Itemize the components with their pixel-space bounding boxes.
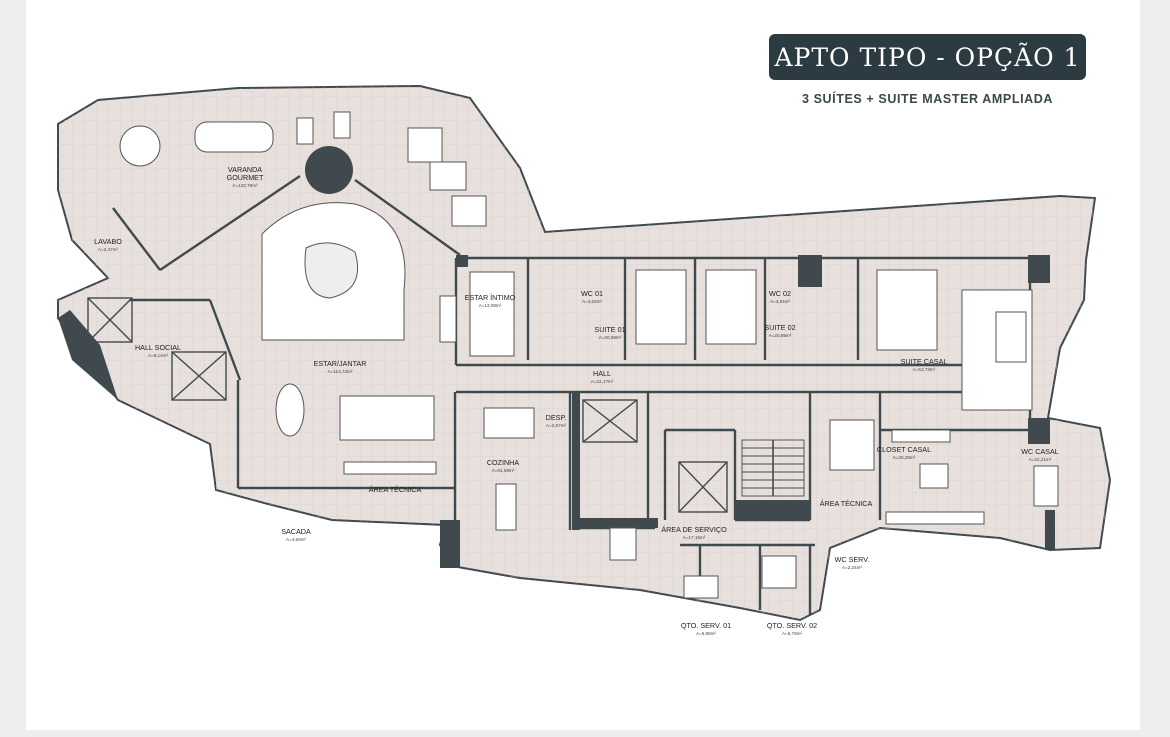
room-area-estar_intimo: A=13,09m² xyxy=(479,303,502,308)
room-area-hall_social: A=8,14m² xyxy=(148,353,169,358)
plan-title: APTO TIPO - OPÇÃO 1 xyxy=(769,34,1086,80)
room-area-suite_casal: A=53,73m² xyxy=(913,367,936,372)
room-area-suite01: A=20,69m² xyxy=(599,335,622,340)
room-area-cozinha: A=64,69m² xyxy=(492,468,515,473)
room-label-varanda: VARANDA xyxy=(228,165,262,174)
furniture xyxy=(119,111,1059,599)
room-area-sacada: A=4,50m² xyxy=(286,537,307,542)
room-label-area_tecnica_1: ÁREA TÉCNICA xyxy=(369,485,422,494)
floor-area xyxy=(57,84,1112,622)
room-area-wc02: A=4,84m² xyxy=(770,299,791,304)
plan-subtitle: 3 SUÍTES + SUITE MASTER AMPLIADA xyxy=(801,92,1054,106)
room-label-hall_social: HALL SOCIAL xyxy=(135,343,181,352)
room-label-qto_serv02: QTO. SERV. 02 xyxy=(767,621,817,630)
room-label-qto_serv01: QTO. SERV. 01 xyxy=(681,621,731,630)
room-label-wc01: WC 01 xyxy=(581,289,603,298)
room-label-lavabo: LAVABO xyxy=(94,237,122,246)
room-label-hall: HALL xyxy=(593,369,611,378)
room-label-suite02: SUITE 02 xyxy=(764,323,795,332)
walls xyxy=(112,175,1034,615)
elevators xyxy=(87,297,728,513)
room-area-desp: A=2,67m² xyxy=(546,423,567,428)
room-label-suite01: SUITE 01 xyxy=(594,325,625,334)
room-area-varanda: A=133,79m² xyxy=(232,183,258,188)
room-area-hall: A=22,17m² xyxy=(591,379,614,384)
room-label-estar_jantar: ESTAR/JANTAR xyxy=(314,359,367,368)
room-label-sacada: SACADA xyxy=(281,527,311,536)
room-label-estar_intimo: ESTAR ÍNTIMO xyxy=(465,293,516,302)
room-label-cozinha: COZINHA xyxy=(487,458,520,467)
round-column xyxy=(305,146,353,194)
room-label-wc_serv: WC SERV. xyxy=(835,555,870,564)
room-label-area_servico: ÁREA DE SERVIÇO xyxy=(661,525,727,534)
room-label-wc02: WC 02 xyxy=(769,289,791,298)
room-area-closet_casal: A=25,26m² xyxy=(893,455,916,460)
room-label-closet_casal: CLOSET CASAL xyxy=(877,445,931,454)
room-area-wc01: A=4,64m² xyxy=(582,299,603,304)
room-label-varanda: GOURMET xyxy=(227,173,264,182)
room-area-area_servico: A=17,15m² xyxy=(683,535,706,540)
staircase xyxy=(741,439,805,497)
room-area-suite02: A=20,89m² xyxy=(769,333,792,338)
room-area-wc_serv: A=2,24m² xyxy=(842,565,863,570)
room-area-estar_jantar: A=113,72m² xyxy=(328,369,353,374)
room-label-wc_casal: WC CASAL xyxy=(1021,447,1059,456)
room-area-lavabo: A=2,47m² xyxy=(98,247,119,252)
wall-blocks xyxy=(58,255,1055,568)
room-label-area_tecnica_2: ÁREA TÉCNICA xyxy=(820,499,873,508)
room-area-qto_serv02: A=5,79m² xyxy=(782,631,803,636)
room-label-suite_casal: SUITE CASAL xyxy=(901,357,948,366)
room-label-desp: DESP. xyxy=(546,413,567,422)
room-area-wc_casal: A=22,21m² xyxy=(1029,457,1052,462)
room-area-qto_serv01: A=5,98m² xyxy=(696,631,717,636)
